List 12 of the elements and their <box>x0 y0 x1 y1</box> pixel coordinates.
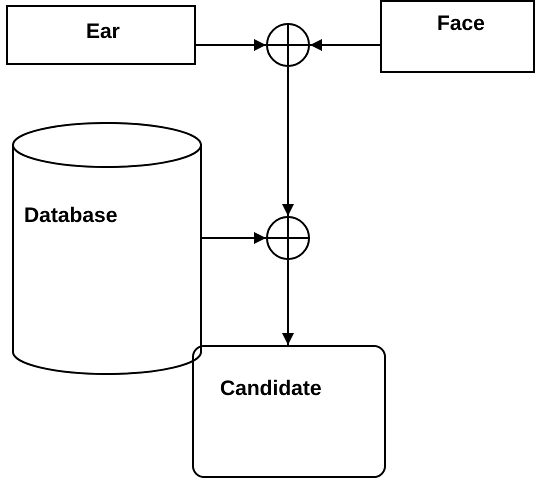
arrow <box>310 39 380 51</box>
node-label: Database <box>24 204 118 228</box>
arrow <box>196 39 266 51</box>
arrow <box>202 232 266 244</box>
node-label: Ear <box>86 20 120 44</box>
arrow <box>282 260 294 345</box>
rounded-box <box>192 345 386 478</box>
process-box <box>6 5 196 65</box>
node-label: Candidate <box>220 377 322 401</box>
process-box <box>380 0 535 73</box>
arrow <box>282 67 294 216</box>
node-label: Face <box>437 12 485 36</box>
